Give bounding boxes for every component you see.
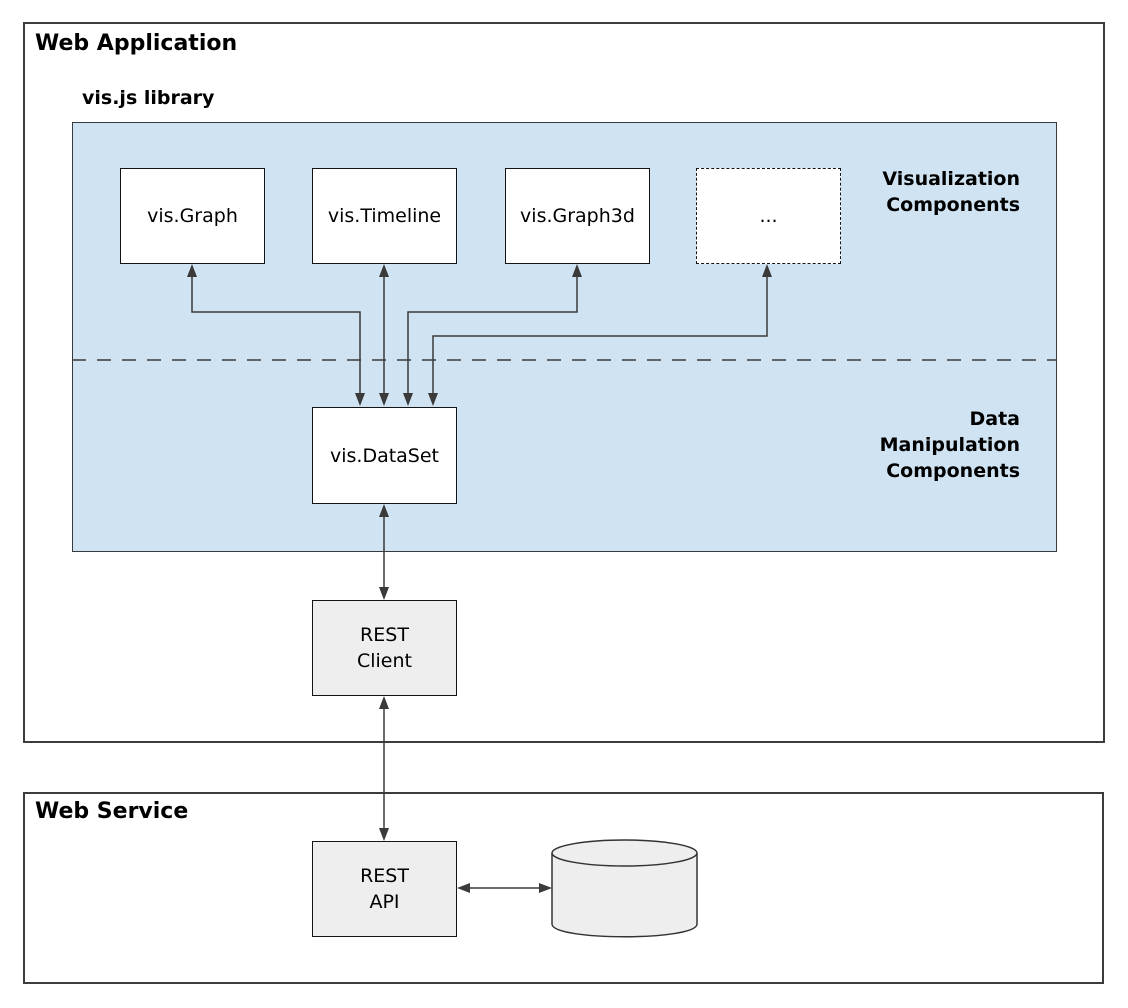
more-components-label: ... xyxy=(759,205,778,227)
web-service-title: Web Service xyxy=(35,799,189,824)
rest-api-box: REST API xyxy=(312,841,457,937)
vis-timeline-label: vis.Timeline xyxy=(327,205,442,227)
vis-graph-box: vis.Graph xyxy=(120,168,265,264)
vis-timeline-box: vis.Timeline xyxy=(312,168,457,264)
rest-client-label: REST Client xyxy=(356,624,412,672)
vis-dataset-box: vis.DataSet xyxy=(312,407,457,504)
web-application-title: Web Application xyxy=(35,31,238,56)
vis-graph3d-box: vis.Graph3d xyxy=(505,168,650,264)
data-store-label: Data xyxy=(601,881,648,903)
rest-client-box: REST Client xyxy=(312,600,457,696)
vis-library-title: vis.js library xyxy=(82,87,215,109)
vis-graph-label: vis.Graph xyxy=(147,205,238,227)
rest-api-label: REST API xyxy=(360,865,409,913)
data-manipulation-components-label: Data Manipulation Components xyxy=(879,408,1020,482)
vis-graph3d-label: vis.Graph3d xyxy=(520,205,635,227)
visualization-components-label: Visualization Components xyxy=(882,168,1020,216)
vis-dataset-label: vis.DataSet xyxy=(329,444,440,467)
more-components-box: ... xyxy=(696,168,841,264)
